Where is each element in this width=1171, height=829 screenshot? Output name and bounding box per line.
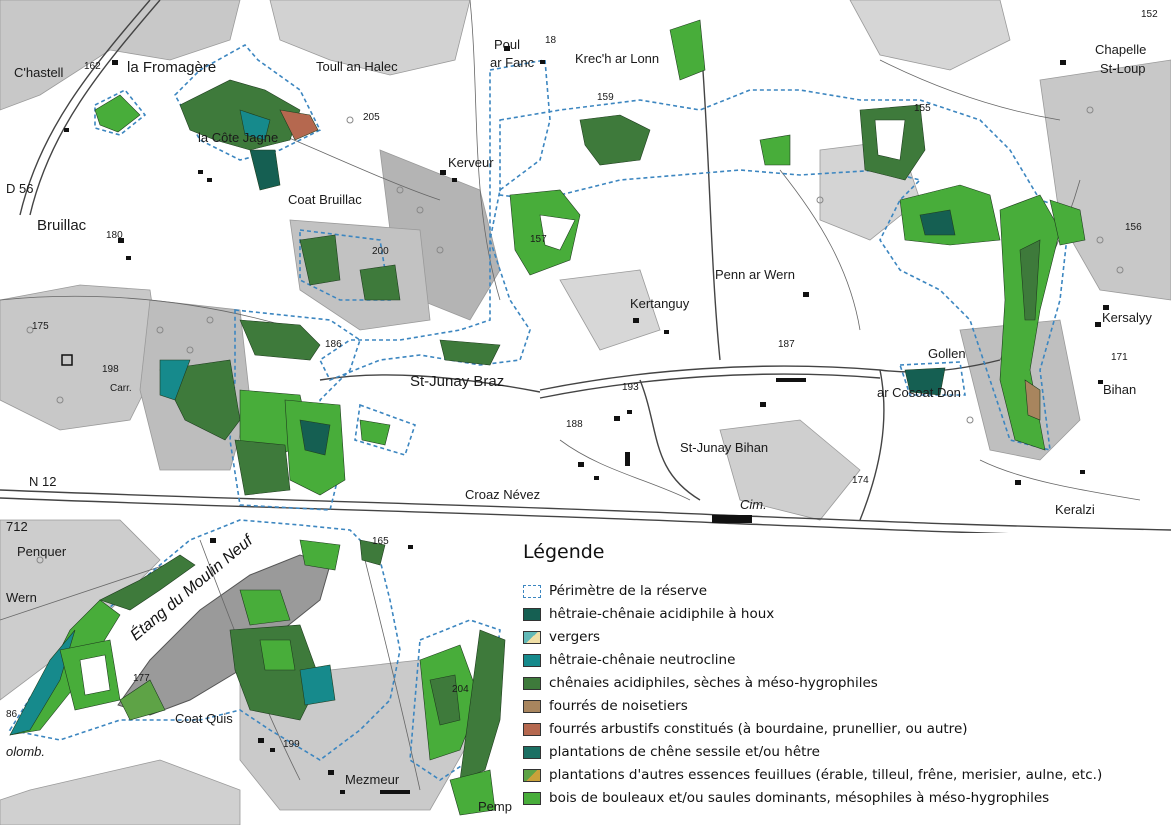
place-label-krech: Krec'h ar Lonn [575, 51, 660, 66]
place-label-cotejagne: la Côte Jagne [198, 130, 279, 145]
place-label-stloup: St-Loup [1100, 61, 1146, 76]
place-label-h204: 204 [452, 684, 469, 695]
buildings [61, 46, 1109, 794]
place-label-toull: Toull an Halec [316, 59, 398, 74]
place-label-stjunaybraz: St-Junay Braz [410, 373, 505, 390]
tree-symbols [26, 106, 1124, 564]
place-label-wern: Wern [6, 590, 37, 605]
legend-item-hetraie-acidiphile: hêtraie-chênaie acidiphile à houx [523, 604, 774, 624]
place-label-coatquis: Coat Quis [175, 711, 233, 726]
place-label-kersalyy: Kersalyy [1102, 310, 1152, 325]
roads [0, 0, 1171, 539]
place-label-chapelle: Chapelle [1095, 42, 1147, 57]
legend-label: hêtraie-chênaie neutrocline [549, 652, 736, 668]
legend-label: Périmètre de la réserve [549, 583, 708, 599]
place-label-h157: 157 [530, 234, 547, 245]
place-label-h199: 199 [283, 739, 300, 750]
habitat-patches [9, 19, 1086, 816]
legend-item-fourres-arbustifs: fourrés arbustifs constitués (à bourdain… [523, 719, 968, 739]
legend-label: bois de bouleaux et/ou saules dominants,… [549, 790, 1050, 806]
legend-item-chenaies: chênaies acidiphiles, sèches à méso-hygr… [523, 673, 878, 693]
place-label-h187: 187 [778, 339, 795, 350]
place-label-coatbruillac: Coat Bruillac [288, 192, 362, 207]
place-label-h205: 205 [363, 112, 380, 123]
place-label-pennarwern: Penn ar Wern [715, 267, 795, 282]
place-label-chastell: C'hastell [14, 65, 64, 80]
place-label-fromagere: la Fromagère [127, 59, 217, 76]
place-label-h159: 159 [597, 92, 614, 103]
swatch-fourres-arbustifs [523, 722, 541, 736]
place-label-h200: 200 [372, 246, 389, 257]
legend-label: chênaies acidiphiles, sèches à méso-hygr… [549, 675, 878, 691]
place-label-h712: 712 [6, 519, 28, 534]
place-label-h175: 175 [32, 321, 49, 332]
place-label-h156: 156 [1125, 222, 1142, 233]
legend-label: fourrés de noisetiers [549, 698, 688, 714]
place-label-bruillac: Bruillac [37, 217, 87, 234]
place-label-pemp: Pemp [478, 799, 512, 814]
place-label-kerveur: Kerveur [448, 155, 494, 170]
place-label-h193: 193 [622, 382, 639, 393]
place-label-n12: N 12 [29, 474, 57, 489]
legend-label: plantations d'autres essences feuillues … [549, 767, 1103, 783]
place-label-mezmeur: Mezmeur [345, 772, 400, 787]
swatch-noisetiers [523, 699, 541, 713]
place-label-bihan1: Bihan [1103, 382, 1137, 397]
place-label-h18: 18 [545, 35, 557, 46]
legend-item-hetraie-neutrocline: hêtraie-chênaie neutrocline [523, 650, 735, 670]
legend-item-plantations-autres: plantations d'autres essences feuillues … [523, 765, 1102, 785]
legend-item-bouleaux: bois de bouleaux et/ou saules dominants,… [523, 788, 1049, 808]
place-label-h155: 155 [914, 103, 931, 114]
place-label-arfanc: ar Fanc [490, 55, 535, 70]
swatch-perimeter [523, 584, 541, 598]
swatch-plantations-chene [523, 745, 541, 759]
reserve-perimeter [8, 43, 1071, 781]
swatch-hetraie-acidiphile [523, 607, 541, 621]
place-label-h177: 177 [133, 673, 150, 684]
place-label-kertanguy: Kertanguy [630, 296, 690, 311]
place-label-arcoat: ar Cosoat Don [877, 385, 961, 400]
place-label-h171: 171 [1111, 352, 1128, 363]
place-label-h174: 174 [852, 475, 869, 486]
swatch-plantations-autres [523, 768, 541, 782]
legend-label: plantations de chêne sessile et/ou hêtre [549, 744, 820, 760]
place-label-h198: 198 [102, 364, 119, 375]
swatch-vergers [523, 630, 541, 644]
place-label-d56: D 56 [6, 181, 34, 196]
place-label-h86: 86 [6, 709, 18, 720]
place-label-h188: 188 [566, 419, 583, 430]
swatch-hetraie-neutrocline [523, 653, 541, 667]
swatch-bouleaux [523, 791, 541, 805]
legend-item-plantations-chene: plantations de chêne sessile et/ou hêtre [523, 742, 820, 762]
place-label-cim: Cim. [740, 497, 767, 512]
place-label-poul: Poul [494, 37, 521, 52]
legend-title: Légende [523, 541, 605, 563]
place-label-stjunaybihan: St-Junay Bihan [680, 440, 769, 455]
place-label-h180: 180 [106, 230, 123, 241]
legend-label: hêtraie-chênaie acidiphile à houx [549, 606, 775, 622]
place-label-penquer: Penquer [17, 544, 67, 559]
place-label-keralzi: Keralzi [1055, 502, 1095, 517]
place-label-h162: 162 [84, 61, 101, 72]
legend-item-vergers: vergers [523, 627, 600, 647]
place-label-h152: 152 [1141, 9, 1158, 20]
place-label-carr: Carr. [110, 383, 132, 394]
place-label-olomb: olomb. [6, 744, 46, 759]
legend-label: vergers [549, 629, 601, 645]
place-label-croaz: Croaz Névez [465, 487, 541, 502]
legend-item-noisetiers: fourrés de noisetiers [523, 696, 688, 716]
place-label-h165: 165 [372, 536, 389, 547]
legend-label: fourrés arbustifs constitués (à bourdain… [549, 721, 968, 737]
swatch-chenaies [523, 676, 541, 690]
legend: Légende Périmètre de la réserve hêtraie-… [513, 533, 1171, 825]
place-label-h186: 186 [325, 339, 342, 350]
legend-item-perimeter: Périmètre de la réserve [523, 581, 707, 601]
place-label-gollen: Gollen [928, 346, 966, 361]
